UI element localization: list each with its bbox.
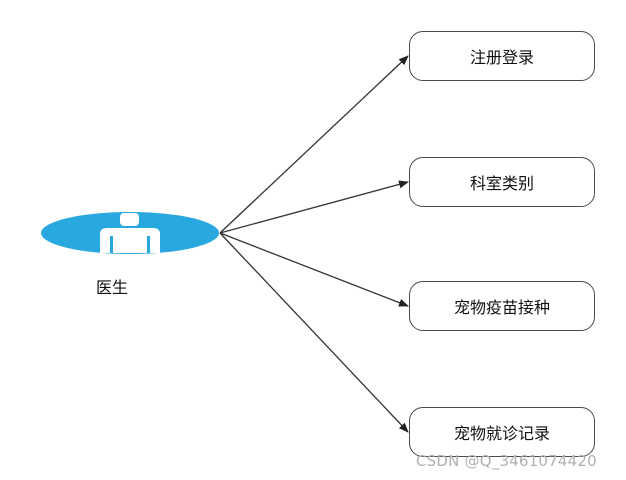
use-case-box-pet-vaccination[interactable]: 宠物疫苗接种 (409, 281, 595, 331)
doctor-coat-lines (110, 236, 150, 253)
use-case-box-pet-visit-record[interactable]: 宠物就诊记录 (409, 407, 595, 457)
edge-actor-to-uc1 (219, 55, 409, 234)
use-case-label: 宠物疫苗接种 (453, 298, 550, 317)
edge-actor-to-uc4 (219, 232, 409, 433)
edge-actor-to-uc3 (219, 232, 409, 307)
use-case-box-register-login[interactable]: 注册登录 (409, 31, 595, 81)
use-case-label: 注册登录 (469, 48, 534, 67)
use-case-label: 宠物就诊记录 (453, 424, 550, 443)
edge-actor-to-uc2 (219, 180, 409, 234)
use-case-label: 科室类别 (469, 174, 534, 193)
use-case-box-department-category[interactable]: 科室类别 (409, 157, 595, 207)
watermark-text: CSDN @Q_3461074420 (416, 452, 597, 470)
doctor-person-icon (100, 213, 160, 253)
actor-label: 医生 (96, 278, 129, 297)
